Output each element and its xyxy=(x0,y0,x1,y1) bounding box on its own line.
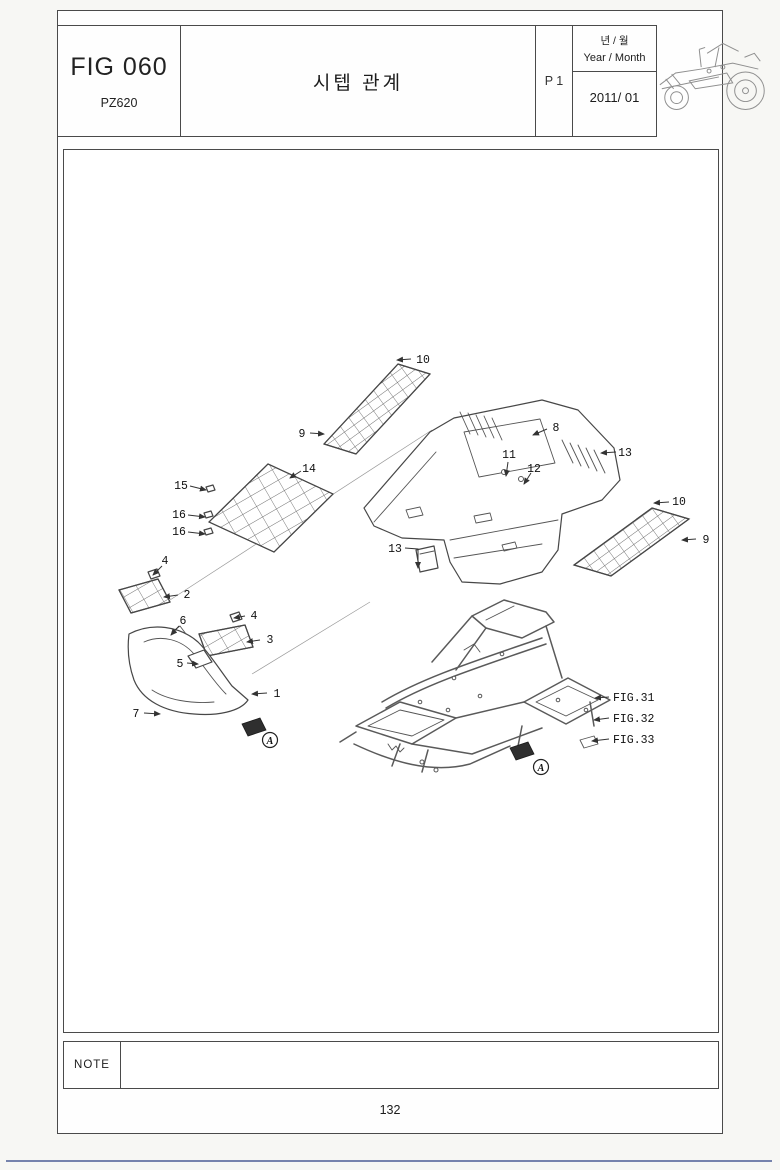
callout-10-right: 10 xyxy=(672,496,686,509)
exploded-parts-diagram: 10 9 8 13 11 12 14 15 16 16 10 9 13 4 2 … xyxy=(118,354,710,776)
note-section: NOTE xyxy=(63,1041,719,1089)
foot-pads xyxy=(241,717,535,761)
figure-number-cell: FIG 060 PZ620 xyxy=(58,25,181,137)
parts-diagram-panel: 10 9 8 13 11 12 14 15 16 16 10 9 13 4 2 … xyxy=(63,149,719,1033)
small-mat-left xyxy=(118,578,171,614)
note-content-area xyxy=(121,1042,718,1088)
callout-2: 2 xyxy=(184,589,191,602)
machine-sketch-lines xyxy=(659,42,765,110)
callout-4-left: 4 xyxy=(162,555,169,568)
callout-9-left: 9 xyxy=(299,428,306,441)
page-ref: P 1 xyxy=(544,74,564,88)
date-value: 2011/ 01 xyxy=(589,90,640,105)
callout-16-a: 16 xyxy=(172,509,186,522)
callout-6: 6 xyxy=(180,615,187,628)
callout-leader-lines xyxy=(143,356,697,744)
page-ref-cell: P 1 xyxy=(536,25,573,137)
year-month-label-en: Year / Month xyxy=(573,48,656,72)
floor-panel xyxy=(363,399,621,585)
figure-title: 시텝 관계 xyxy=(312,72,404,94)
year-month-label-kr: 년 / 월 xyxy=(600,35,629,47)
callout-8: 8 xyxy=(553,422,560,435)
figure-number: FIG 060 xyxy=(70,52,168,81)
detail-marker-a-right-label: A xyxy=(537,763,545,774)
bolt-12 xyxy=(518,476,524,482)
callout-12: 12 xyxy=(527,463,541,476)
vent-slats xyxy=(459,411,606,474)
callout-14: 14 xyxy=(302,463,316,476)
note-label: NOTE xyxy=(64,1042,121,1088)
center-mat xyxy=(207,463,335,553)
date-cell: 년 / 월 Year / Month 2011/ 01 xyxy=(573,25,657,137)
frame-assembly xyxy=(339,599,611,773)
step-mat-top-left xyxy=(322,363,432,455)
bolt-11 xyxy=(501,469,507,475)
detail-marker-a-right: A xyxy=(532,758,550,776)
step-mat-right xyxy=(572,507,691,577)
scan-edge-artifact xyxy=(6,1160,772,1162)
callout-3: 3 xyxy=(267,634,274,647)
model-code: PZ620 xyxy=(100,95,138,110)
callout-7: 7 xyxy=(133,708,140,721)
fig-ref-31: FIG.31 xyxy=(613,692,655,705)
callout-11: 11 xyxy=(502,449,516,462)
callout-5: 5 xyxy=(177,658,184,671)
page-number: 132 xyxy=(379,1103,401,1117)
fender-assembly xyxy=(127,625,249,716)
fig-ref-33: FIG.33 xyxy=(613,734,655,747)
frame-bolts xyxy=(417,651,589,773)
callout-1: 1 xyxy=(274,688,281,701)
detail-marker-a-left: A xyxy=(261,731,279,749)
detail-marker-a-left-label: A xyxy=(266,736,274,747)
callout-16-b: 16 xyxy=(172,526,186,539)
figure-reference-labels: FIG.31 FIG.32 FIG.33 xyxy=(613,692,655,747)
page-frame: FIG 060 PZ620 시텝 관계 P 1 년 / 월 Year / Mon… xyxy=(57,10,765,1134)
fig-ref-32: FIG.32 xyxy=(613,713,655,726)
machine-illustration xyxy=(659,42,765,110)
panel-bracket xyxy=(415,545,439,573)
small-mat-center xyxy=(198,624,254,657)
callout-9-right: 9 xyxy=(703,534,710,547)
callout-13-right: 13 xyxy=(618,447,632,460)
callout-15: 15 xyxy=(174,480,188,493)
callout-4-mid: 4 xyxy=(251,610,258,623)
callout-labels: 10 9 8 13 11 12 14 15 16 16 10 9 13 4 2 … xyxy=(133,354,710,721)
callout-13-mid: 13 xyxy=(388,543,402,556)
callout-10-top: 10 xyxy=(416,354,430,367)
figure-title-cell: 시텝 관계 xyxy=(181,25,536,137)
